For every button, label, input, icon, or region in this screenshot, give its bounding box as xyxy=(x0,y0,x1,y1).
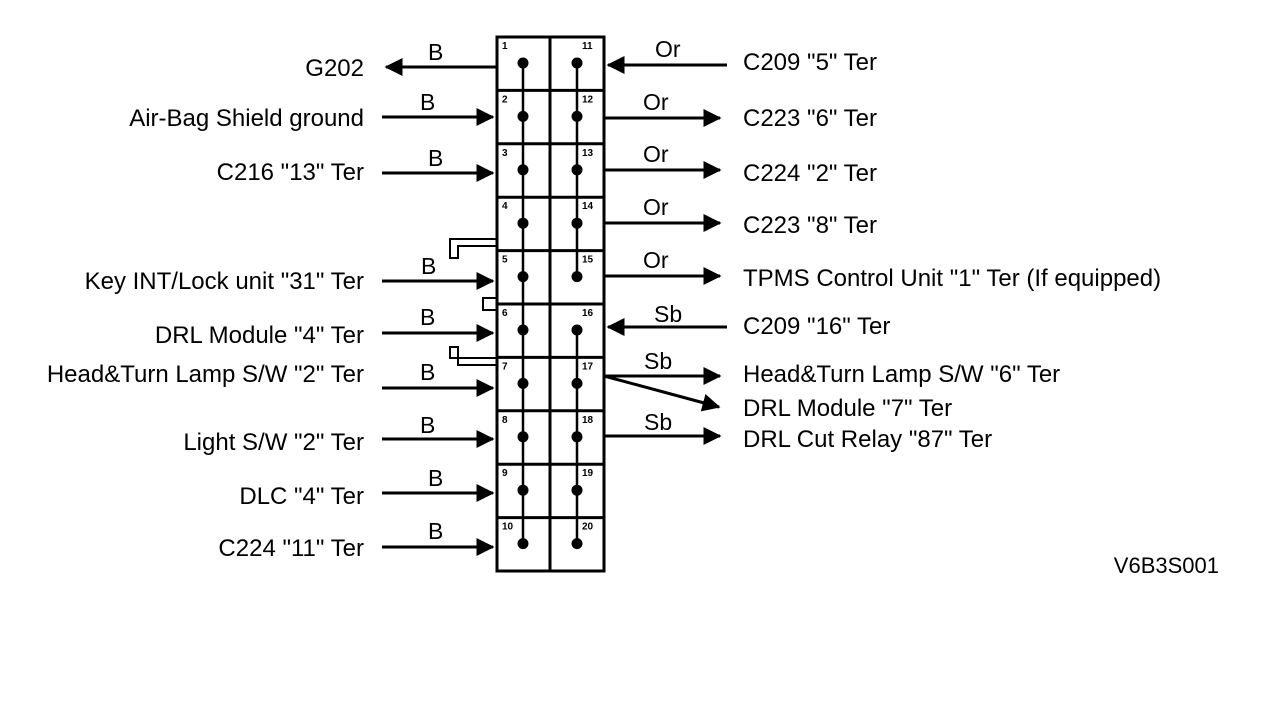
pin-dot-1 xyxy=(517,57,529,69)
wire-color-label: B xyxy=(420,89,435,115)
pin-dot-9 xyxy=(517,484,529,496)
pin-dot-18 xyxy=(571,431,583,443)
wire-arrow-pin17-b xyxy=(603,374,721,412)
pin-dot-10 xyxy=(517,538,529,550)
endpoint-label: G202 xyxy=(305,55,364,82)
wire-color-label: Or xyxy=(655,36,681,62)
pin-dot-11 xyxy=(571,57,583,69)
pin-number-7: 7 xyxy=(502,361,508,372)
wire-jog-pin5-6 xyxy=(482,297,497,311)
pin-number-18: 18 xyxy=(582,415,594,426)
left-endpoint-labels: G202 Air-Bag Shield ground C216 "13" Ter… xyxy=(47,55,364,562)
endpoint-label: Light S/W "2" Ter xyxy=(183,429,364,456)
connector-row-dividers xyxy=(497,88,604,520)
pin-number-16: 16 xyxy=(582,308,594,319)
wire-color-label: B xyxy=(428,145,443,171)
pin-number-1: 1 xyxy=(502,41,508,52)
pin-dot-5 xyxy=(517,271,529,283)
right-endpoint-labels: C209 "5" Ter C223 "6" Ter C224 "2" Ter C… xyxy=(743,49,1161,453)
pin-number-19: 19 xyxy=(582,468,594,479)
endpoint-label: DRL Module "7" Ter xyxy=(743,395,952,422)
pin-dot-12 xyxy=(571,110,583,122)
pin-dot-19 xyxy=(571,484,583,496)
wire-color-label: B xyxy=(421,253,436,279)
wire-color-label: B xyxy=(428,465,443,491)
wire-color-label: Or xyxy=(643,141,669,167)
endpoint-label: C216 "13" Ter xyxy=(217,159,364,186)
pin-dot-14 xyxy=(571,217,583,229)
pin-dots xyxy=(517,57,583,550)
endpoint-label: DLC "4" Ter xyxy=(239,483,364,510)
left-wires xyxy=(382,58,497,556)
wire-color-label: B xyxy=(428,39,443,65)
wire-color-label: Or xyxy=(643,247,669,273)
endpoint-label: C223 "6" Ter xyxy=(743,105,877,132)
endpoint-label: Head&Turn Lamp S/W "2" Ter xyxy=(47,361,364,388)
wire-color-label: Or xyxy=(643,194,669,220)
endpoint-label: Head&Turn Lamp S/W "6" Ter xyxy=(743,361,1060,388)
pin-dot-3 xyxy=(517,164,529,176)
right-wires xyxy=(603,56,727,445)
wire-color-label: B xyxy=(428,518,443,544)
pin-dot-4 xyxy=(517,217,529,229)
pin-dot-7 xyxy=(517,377,529,389)
endpoint-label: C224 "2" Ter xyxy=(743,160,877,187)
pin-number-20: 20 xyxy=(582,522,594,533)
wire-color-label: Sb xyxy=(644,409,672,435)
pin-dot-17 xyxy=(571,377,583,389)
pin-number-12: 12 xyxy=(582,94,594,105)
pin-dot-8 xyxy=(517,431,529,443)
wire-jog-pin4-5 xyxy=(449,238,497,259)
pin-number-3: 3 xyxy=(502,148,508,159)
pin-number-9: 9 xyxy=(502,468,508,479)
pin-number-15: 15 xyxy=(582,255,594,266)
endpoint-label: C223 "8" Ter xyxy=(743,212,877,239)
wire-color-label: Or xyxy=(643,89,669,115)
endpoint-label: C224 "11" Ter xyxy=(218,535,364,562)
wire-color-label: B xyxy=(420,304,435,330)
pin-dot-20 xyxy=(571,538,583,550)
pin-number-10: 10 xyxy=(502,522,514,533)
pin-number-14: 14 xyxy=(582,201,594,212)
wire-color-labels: B B B B B B B B B Or Or Or Or Or Sb Sb S… xyxy=(420,36,682,544)
endpoint-label: Air-Bag Shield ground xyxy=(129,105,364,132)
wire-color-label: Sb xyxy=(654,301,682,327)
pin-number-2: 2 xyxy=(502,94,508,105)
pin-number-6: 6 xyxy=(502,308,508,319)
pin-number-8: 8 xyxy=(502,415,508,426)
pin-dot-6 xyxy=(517,324,529,336)
endpoint-label: TPMS Control Unit "1" Ter (If equipped) xyxy=(743,265,1161,292)
endpoint-label: C209 "5" Ter xyxy=(743,49,877,76)
endpoint-label: DRL Module "4" Ter xyxy=(155,322,364,349)
pin-number-13: 13 xyxy=(582,148,594,159)
pin-number-4: 4 xyxy=(502,201,508,212)
pin-dot-13 xyxy=(571,164,583,176)
wire-color-label: B xyxy=(420,359,435,385)
pin-dot-16 xyxy=(571,324,583,336)
endpoint-label: C209 "16" Ter xyxy=(743,313,890,340)
wire-color-label: Sb xyxy=(644,348,672,374)
pin-number-5: 5 xyxy=(502,255,508,266)
pin-dot-15 xyxy=(571,271,583,283)
wire-jog-pin6-7 xyxy=(449,346,497,366)
pin-number-11: 11 xyxy=(582,41,593,52)
pin-number-17: 17 xyxy=(582,361,594,372)
endpoint-label: Key INT/Lock unit "31" Ter xyxy=(85,268,364,295)
endpoint-label: DRL Cut Relay "87" Ter xyxy=(743,426,992,453)
wire-color-label: B xyxy=(420,412,435,438)
pin-dot-2 xyxy=(517,110,529,122)
diagram-reference-code: V6B3S001 xyxy=(1114,553,1219,578)
